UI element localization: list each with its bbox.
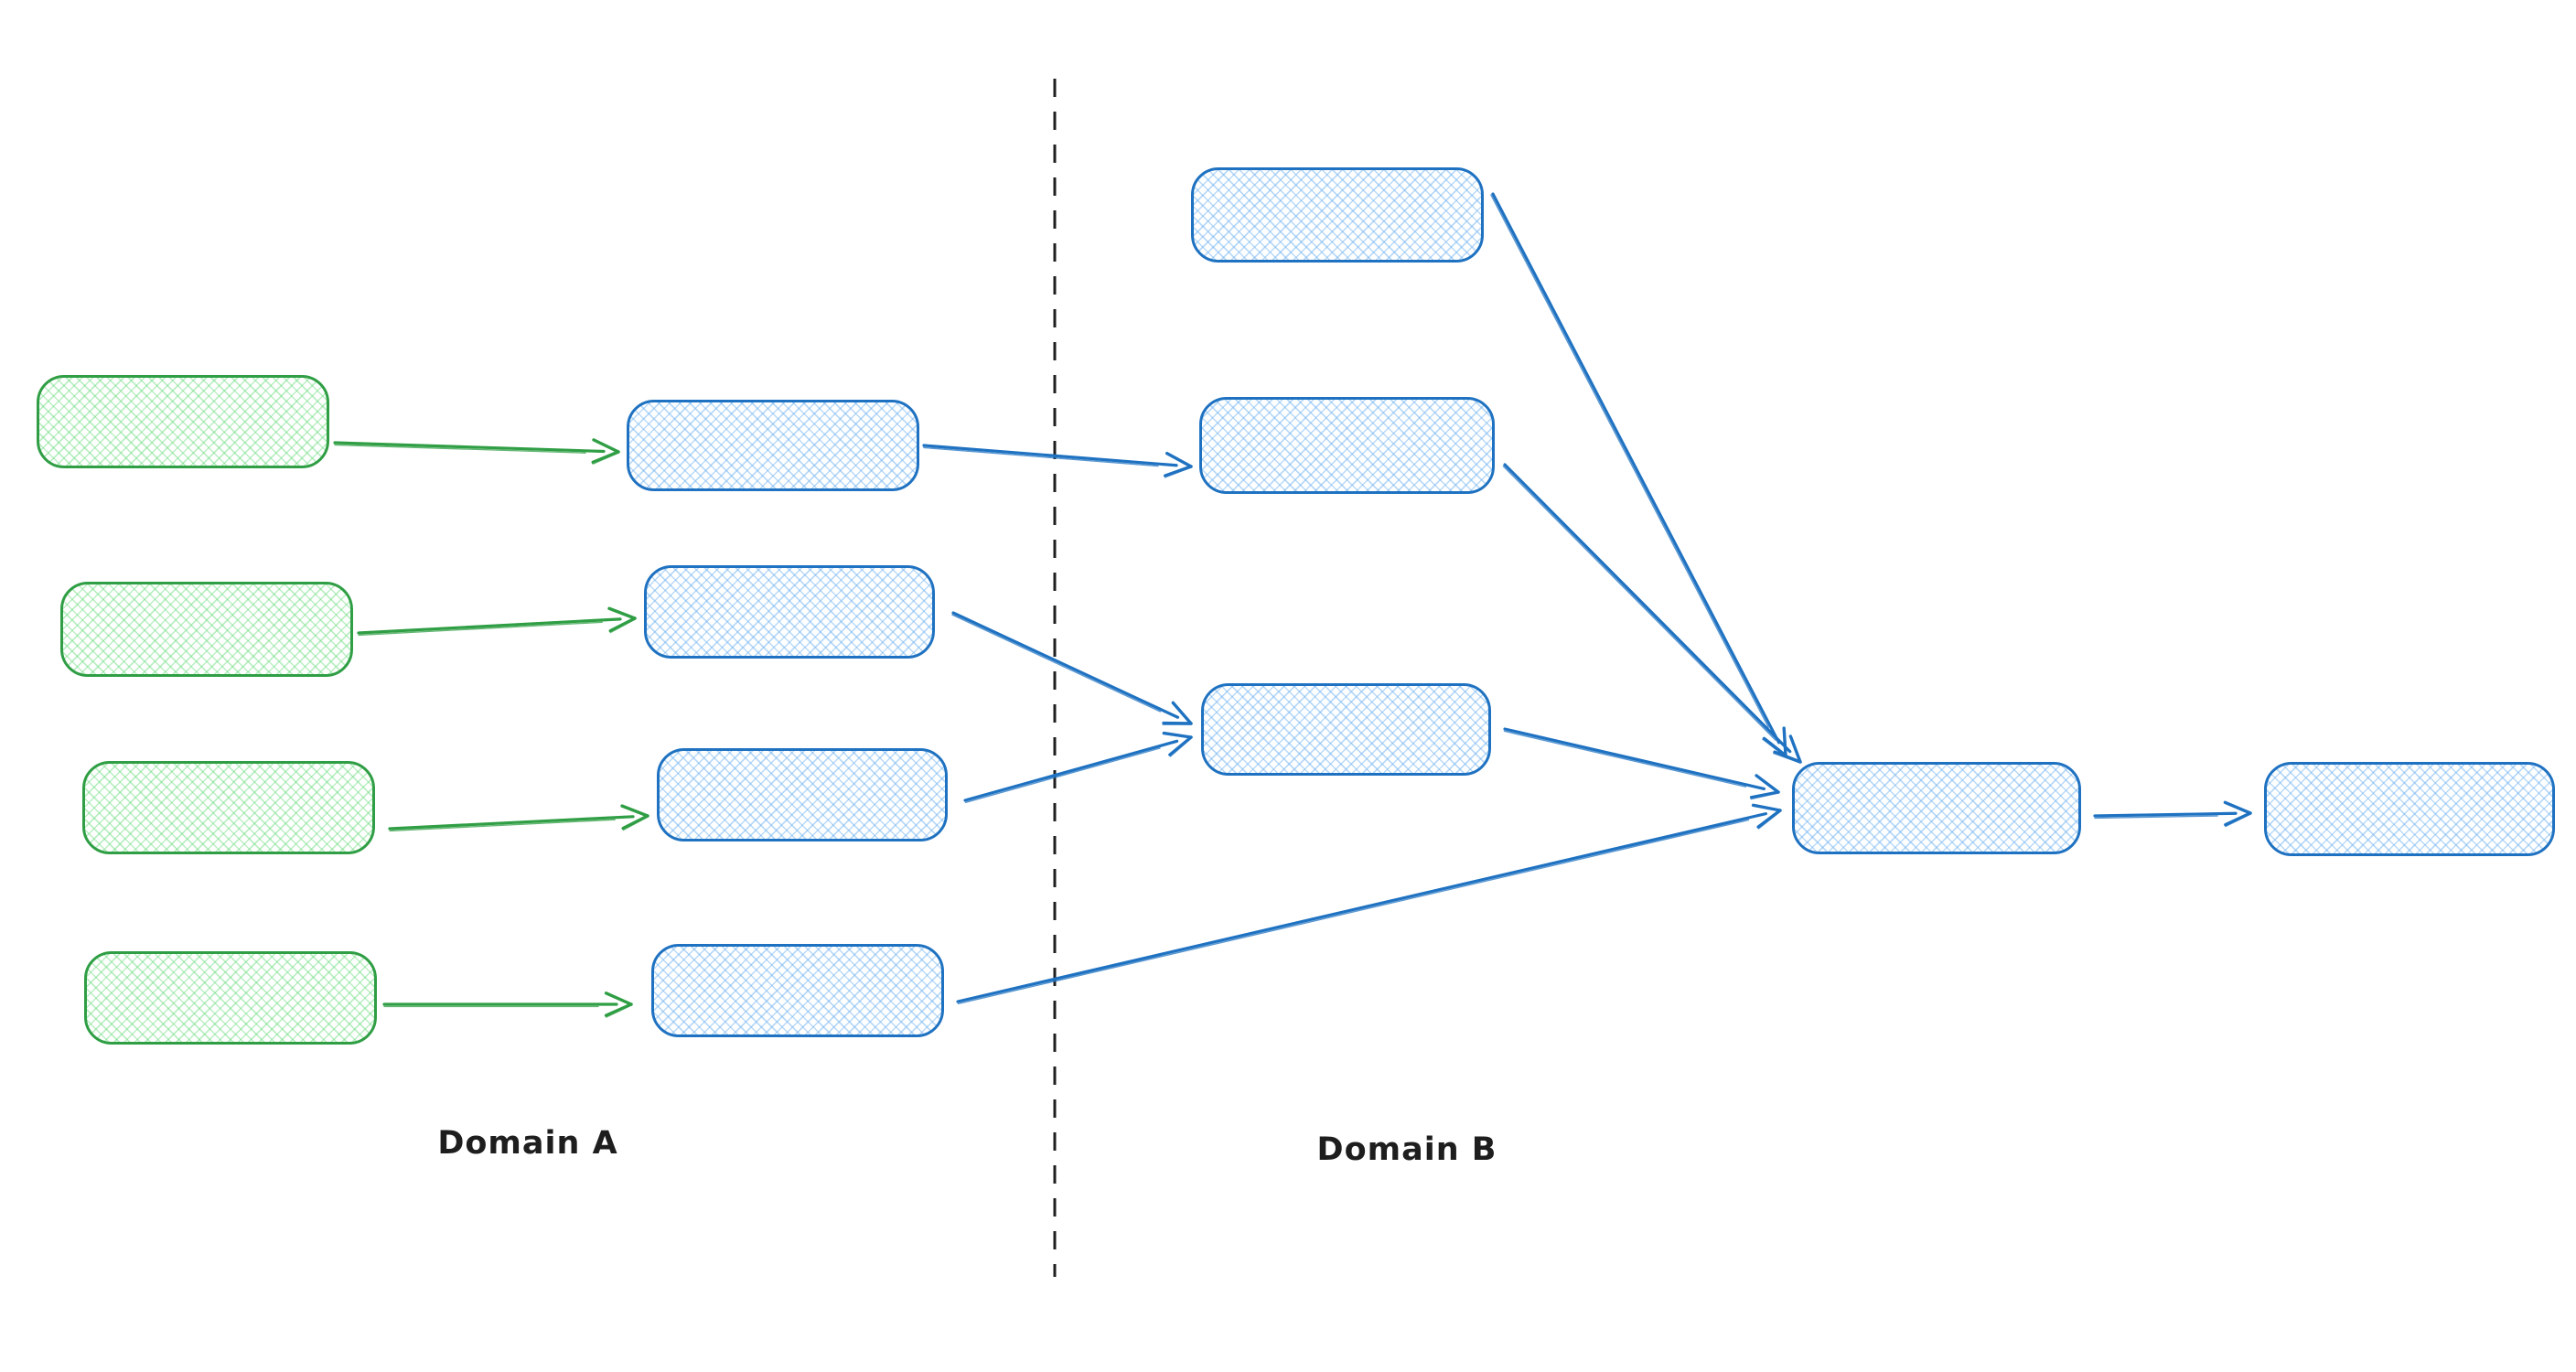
edge-source2-stageA2[interactable] (357, 606, 637, 637)
node-stage-b-box-3[interactable] (1201, 683, 1491, 776)
edge-stageB2-aggregator[interactable] (1502, 463, 1802, 764)
node-aggregator-box[interactable] (1792, 762, 2081, 854)
node-stage-a-box-1[interactable] (627, 400, 919, 491)
domain-b-label[interactable]: Domain B (1316, 1131, 1497, 1168)
edge-source1-stageA1[interactable] (333, 438, 620, 465)
node-output-box[interactable] (2264, 762, 2555, 856)
edge-aggregator-output[interactable] (2093, 800, 2252, 828)
domain-a-label[interactable]: Domain A (437, 1125, 618, 1162)
edge-stageA2-stageB3[interactable] (951, 611, 1193, 725)
node-source-box-4[interactable] (84, 951, 377, 1045)
node-source-box-3[interactable] (82, 761, 375, 854)
node-stage-a-box-2[interactable] (644, 565, 935, 659)
node-source-box-1[interactable] (37, 375, 329, 468)
node-stage-a-box-3[interactable] (657, 748, 948, 841)
edge-stageB1-aggregator[interactable] (1490, 192, 1787, 757)
node-stage-b-box-2[interactable] (1199, 397, 1495, 494)
edge-source3-stageA3[interactable] (388, 804, 649, 832)
edge-stageA1-stageB2[interactable] (922, 444, 1193, 478)
edge-stageA3-stageB3[interactable] (963, 731, 1193, 804)
node-stage-b-box-1[interactable] (1191, 167, 1484, 263)
node-source-box-2[interactable] (60, 582, 353, 677)
edge-source4-stageA4[interactable] (382, 991, 633, 1018)
node-stage-a-box-4[interactable] (651, 944, 944, 1037)
edge-stageA4-aggregator[interactable] (956, 803, 1782, 1005)
edge-stageB3-aggregator[interactable] (1503, 727, 1780, 800)
